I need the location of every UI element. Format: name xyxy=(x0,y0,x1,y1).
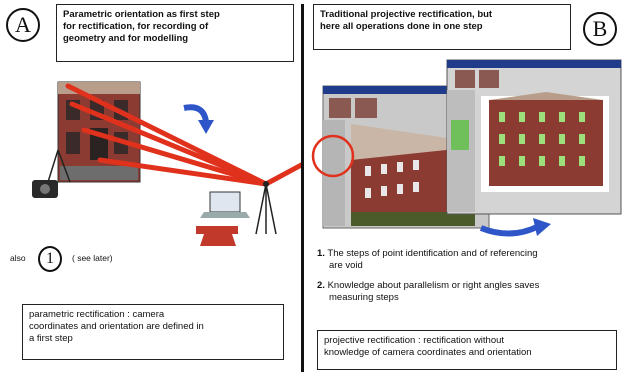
benefits-list: 1. The steps of point identification and… xyxy=(317,248,623,312)
panel-divider xyxy=(301,4,304,372)
left-bottom-line-1: parametric rectification : camera xyxy=(29,309,165,320)
right-title-line-1: Traditional projective rectification, bu… xyxy=(320,9,493,20)
label-a: A xyxy=(6,8,40,42)
left-title-line-1: Parametric orientation as first step xyxy=(63,9,220,20)
list-item-2-line-2: measuring steps xyxy=(329,292,399,303)
label-b: B xyxy=(583,12,617,46)
highlight-circle xyxy=(311,134,355,178)
left-bottom-line-2: coordinates and orientation are defined … xyxy=(29,321,204,332)
see-later-text: ( see later) xyxy=(72,253,113,263)
blue-swoosh-arrow-icon xyxy=(479,218,551,237)
right-title-line-2: here all operations done in one step xyxy=(320,21,483,32)
right-panel: Traditional projective rectification, bu… xyxy=(305,0,627,376)
list-item-1-line-2: are void xyxy=(329,260,363,271)
list-item-2-line-1: 2. Knowledge about parallelism or right … xyxy=(317,280,540,291)
left-bottom-box: parametric rectification : camera coordi… xyxy=(22,304,284,360)
left-title-line-2: for rectification, for recording of xyxy=(63,21,209,32)
list-item-1-line-1: 1. The steps of point identification and… xyxy=(317,248,538,259)
camera-left xyxy=(32,149,71,198)
blue-turn-arrow-icon xyxy=(183,104,214,134)
laptop-on-tripod xyxy=(196,181,277,246)
list-item: 1. The steps of point identification and… xyxy=(317,248,623,272)
red-rays xyxy=(65,83,303,187)
left-bottom-line-3: a first step xyxy=(29,333,73,344)
also-text: also xyxy=(10,253,26,263)
rectification-software-screenshots xyxy=(311,59,622,237)
list-item: 2. Knowledge about parallelism or right … xyxy=(317,280,623,304)
right-bottom-line-2: knowledge of camera coordinates and orie… xyxy=(324,347,532,358)
number-one-badge: 1 xyxy=(38,246,62,272)
left-panel: A Parametric orientation as first step f… xyxy=(0,0,303,376)
right-bottom-line-1: projective rectification : rectification… xyxy=(324,335,505,346)
right-bottom-box: projective rectification : rectification… xyxy=(317,330,617,370)
left-title-box: Parametric orientation as first step for… xyxy=(56,4,294,62)
right-title-box: Traditional projective rectification, bu… xyxy=(313,4,571,50)
left-title-line-3: geometry and for modelling xyxy=(63,33,189,44)
software-window-front xyxy=(446,59,622,215)
parametric-orientation-illustration xyxy=(32,81,303,246)
